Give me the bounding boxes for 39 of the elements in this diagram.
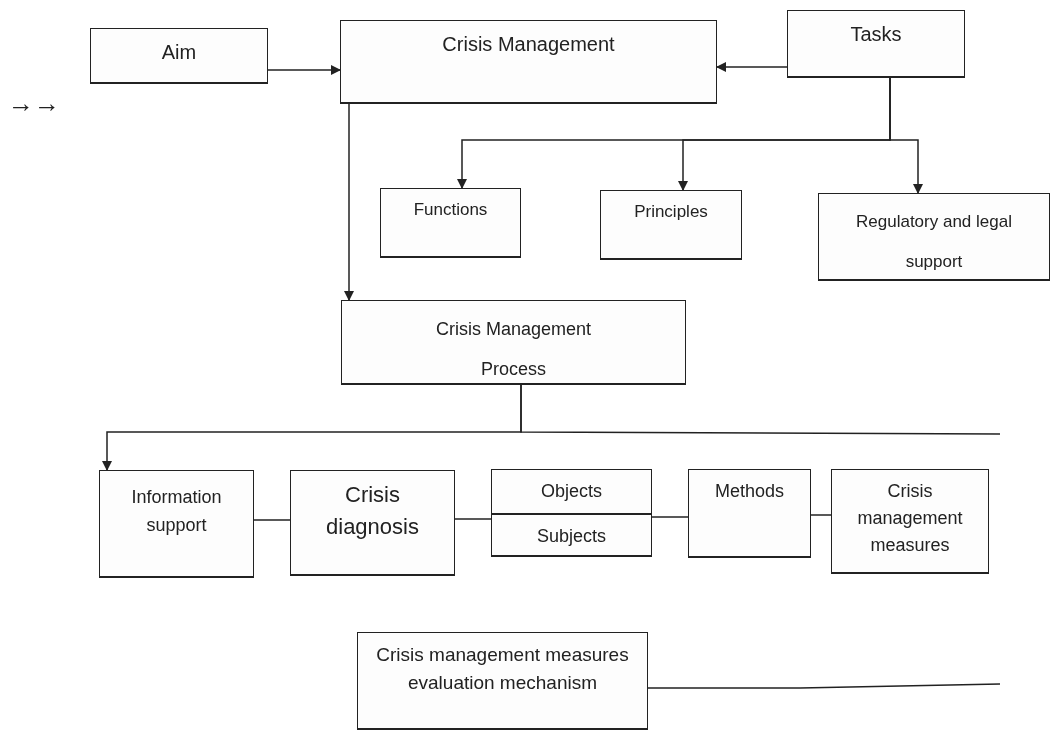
connector-line [651, 516, 689, 518]
process-box [491, 514, 652, 557]
process-box [290, 470, 455, 576]
box-label: Crisis diagnosis [325, 481, 420, 541]
process-box [818, 193, 1050, 281]
process-box [787, 10, 965, 78]
process-box [491, 469, 652, 515]
process-box [357, 632, 648, 730]
box-label: Tasks [850, 22, 902, 47]
arrow [716, 62, 788, 72]
box-label: Crisis management measures evaluation mechanism [375, 643, 630, 695]
process-box [99, 470, 254, 578]
box-label: Principles [634, 201, 708, 223]
process-box [380, 188, 521, 258]
box-label: Crisis management measures [856, 480, 964, 557]
box-label: Objects [541, 480, 602, 503]
box-label: Aim [161, 40, 197, 65]
connector-line [520, 384, 1001, 435]
connector-line [810, 514, 832, 516]
process-box [688, 469, 811, 558]
connector-line [454, 518, 492, 520]
arrow [344, 103, 354, 301]
box-label: Regulatory and legal support [855, 211, 1013, 273]
process-box [831, 469, 989, 574]
connector-line [253, 519, 291, 521]
box-label: Crisis Management [442, 32, 615, 57]
box-label: Information support [130, 486, 223, 537]
process-box [600, 190, 742, 260]
connector-line [647, 683, 1001, 689]
arrow [267, 65, 341, 75]
process-box [90, 28, 268, 84]
box-label: Functions [413, 199, 488, 221]
box-label: Crisis Management Process [434, 318, 593, 381]
arrow [889, 77, 923, 194]
process-box [340, 20, 717, 104]
box-label: Subjects [536, 525, 606, 548]
process-box [341, 300, 686, 385]
arrow-symbols: →→ [8, 90, 60, 116]
box-label: Methods [714, 480, 784, 503]
